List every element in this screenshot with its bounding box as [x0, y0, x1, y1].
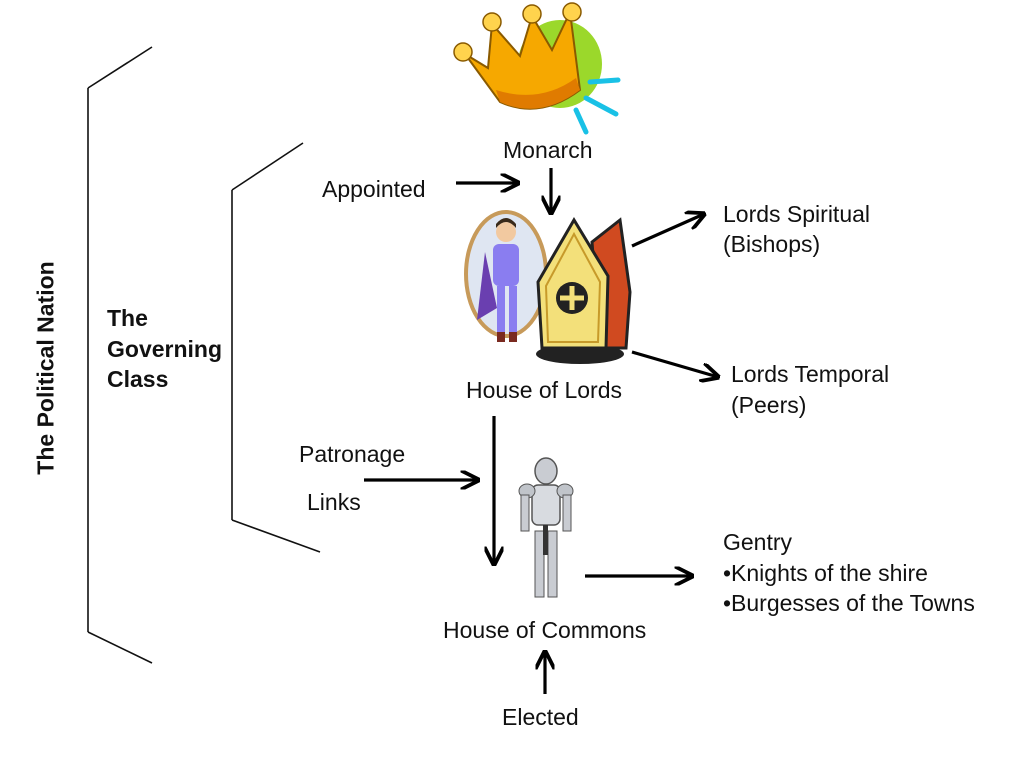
prince-icon: [464, 210, 548, 342]
lords-temporal-title: Lords Temporal: [731, 361, 890, 387]
mitre-icon: [536, 217, 632, 364]
governing-class-line-2: Governing: [107, 336, 223, 362]
lords-spiritual-subtitle: (Bishops): [723, 231, 821, 257]
burgesses-label: •Burgesses of the Towns: [723, 590, 975, 616]
lords-temporal-subtitle: (Peers): [731, 392, 807, 418]
monarch-label: Monarch: [503, 137, 593, 163]
lords-temporal-arrow: [631, 350, 718, 377]
appointed-label: Appointed: [322, 176, 426, 202]
links-label: Links: [307, 489, 361, 515]
political-nation-bracket: [87, 46, 153, 664]
crown-icon: [453, 2, 621, 135]
lords-spiritual-title: Lords Spiritual: [723, 201, 871, 227]
political-nation-label: The Political Nation: [32, 261, 59, 475]
house-of-commons-label: House of Commons: [443, 617, 647, 643]
gentry-label: Gentry: [723, 529, 793, 555]
governing-class-line-1: The: [107, 305, 148, 331]
house-of-lords-label: House of Lords: [466, 377, 622, 403]
governing-class-bracket: [231, 142, 321, 553]
patronage-label: Patronage: [299, 441, 406, 467]
governing-class-line-3: Class: [107, 366, 169, 392]
lords-spiritual-arrow: [631, 214, 704, 248]
elected-label: Elected: [502, 704, 579, 730]
knights-of-shire-label: •Knights of the shire: [723, 560, 928, 586]
knight-armour-icon: [518, 457, 574, 598]
